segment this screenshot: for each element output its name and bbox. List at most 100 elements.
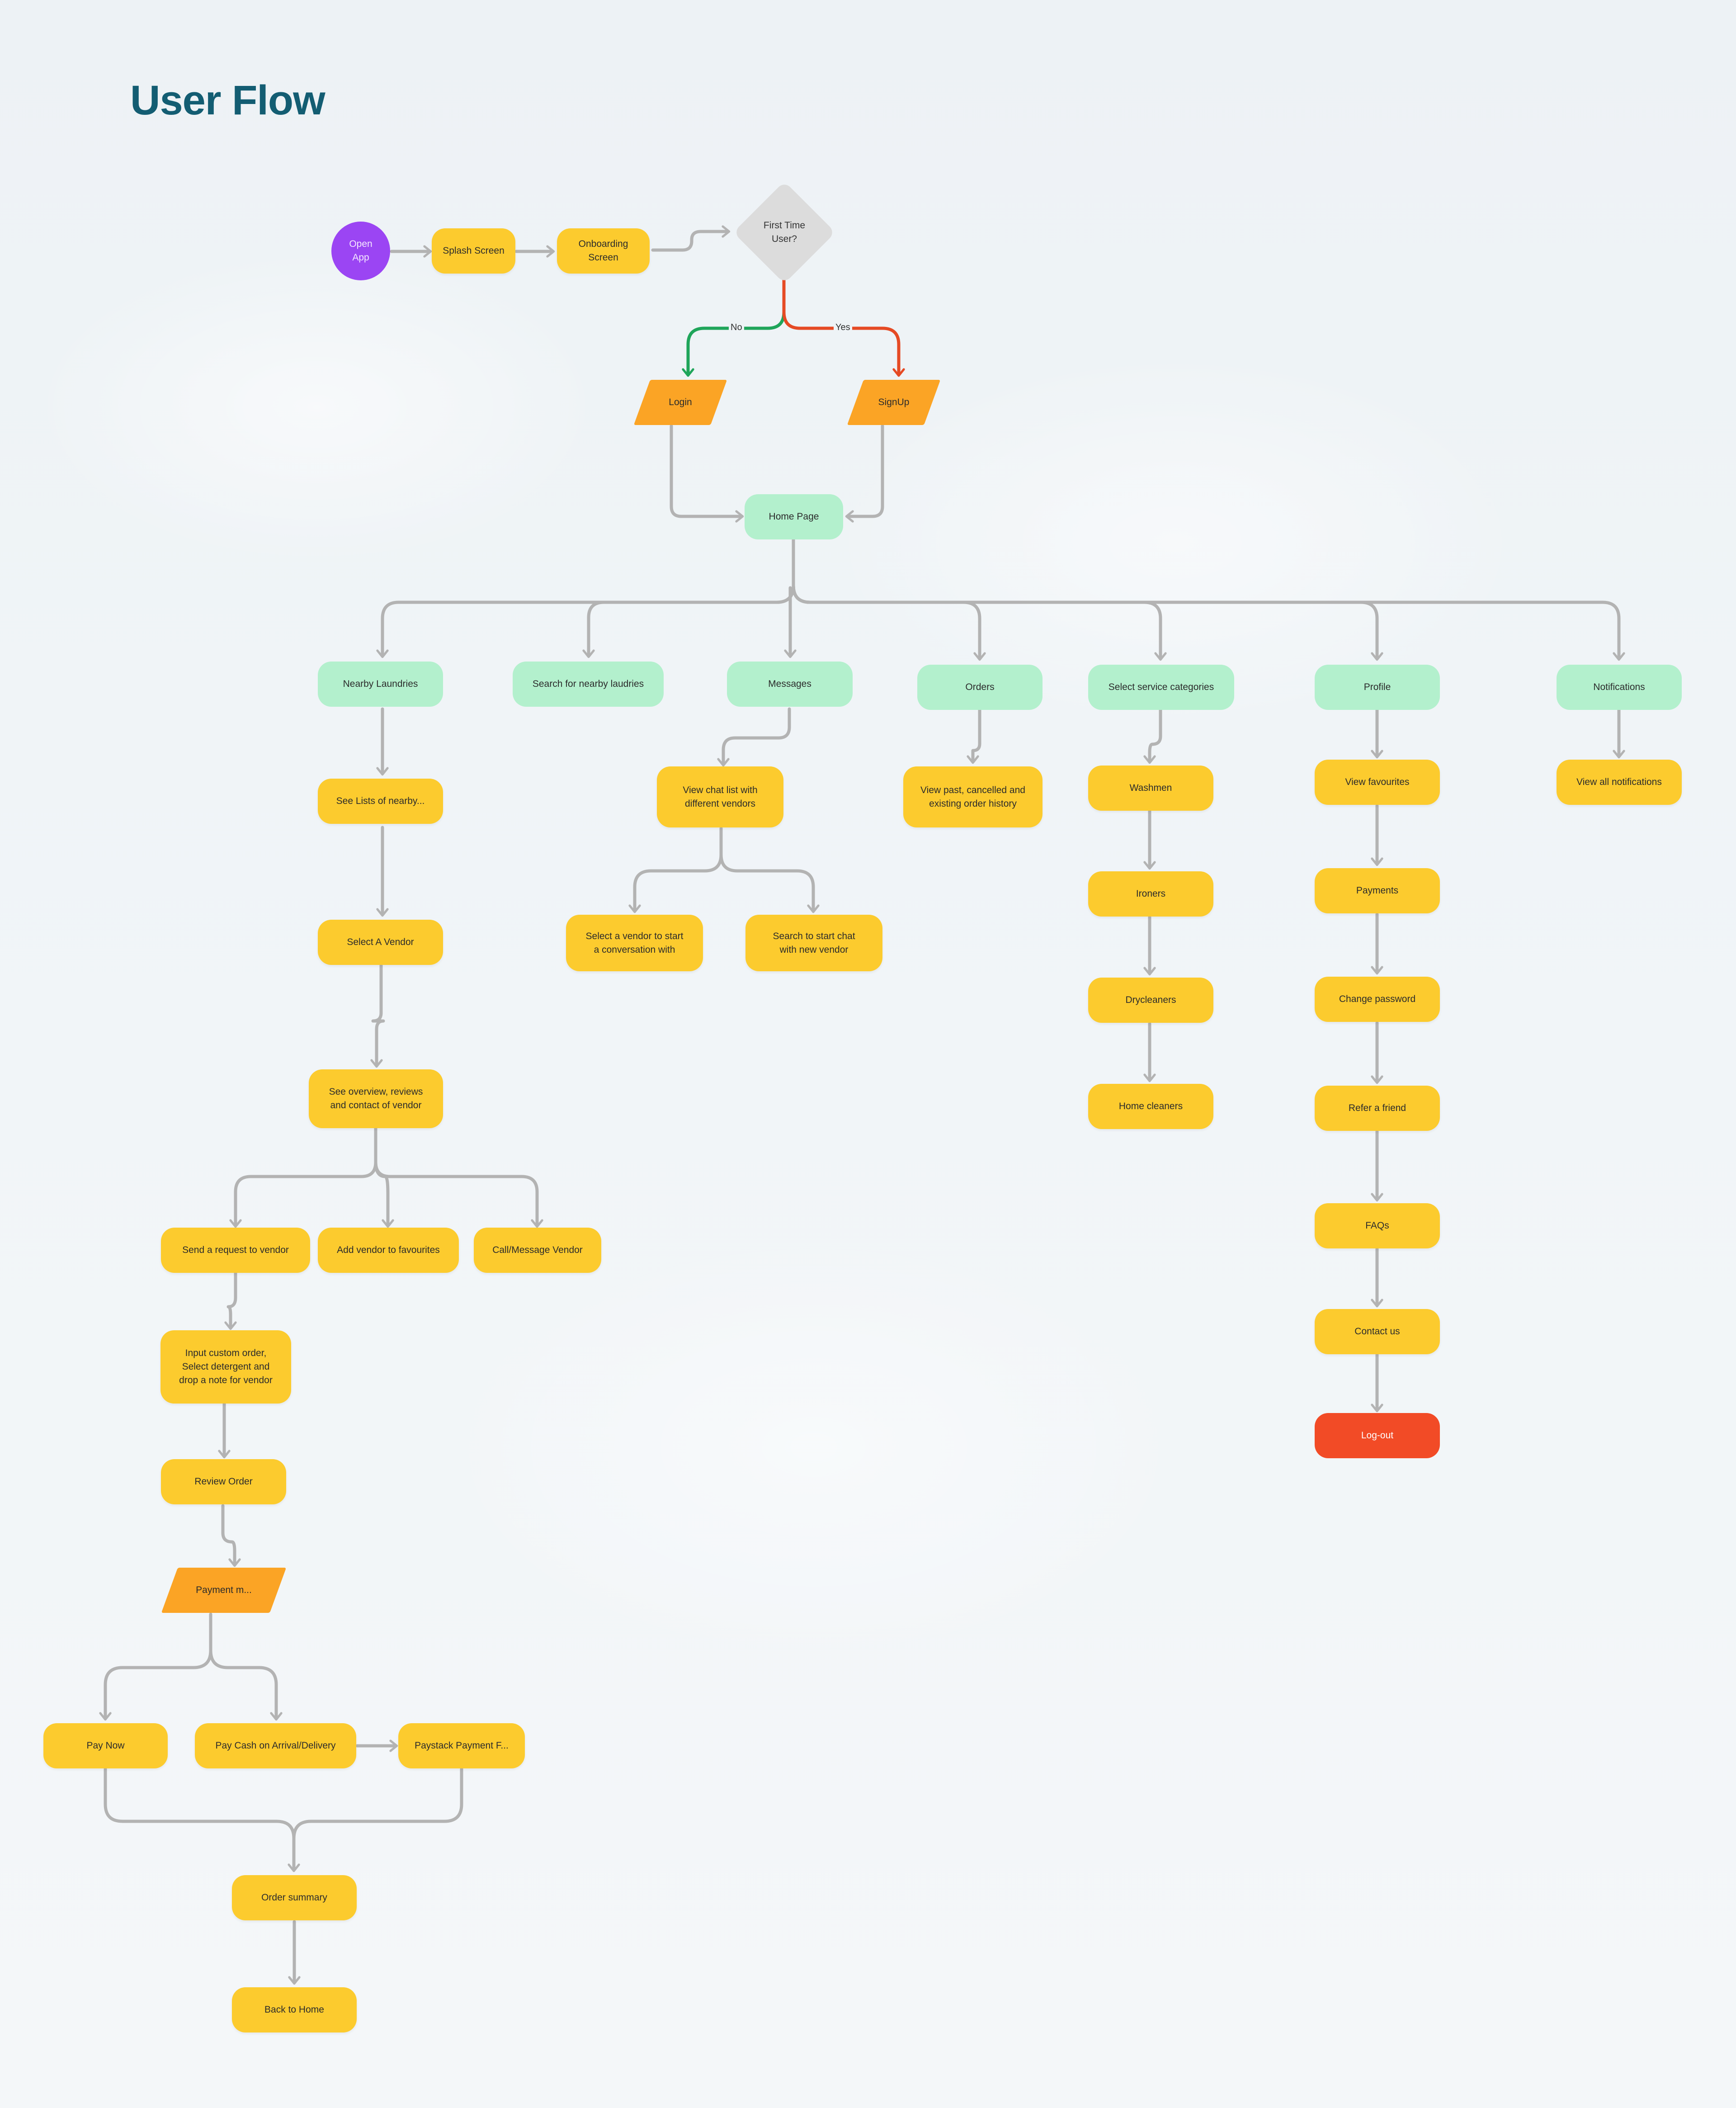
nearby-laundries-label: Nearby Laundries: [343, 679, 418, 689]
orders-label: Orders: [965, 682, 995, 692]
open-app-label: Open App: [349, 239, 373, 263]
drycleaners-label: Drycleaners: [1125, 995, 1176, 1005]
view-favourites-node[interactable]: View favourites: [1315, 760, 1440, 805]
search-nearby-node[interactable]: Search for nearby laudries: [513, 662, 664, 707]
payment-method-label: Payment m...: [196, 1585, 252, 1595]
pay-cash-node[interactable]: Pay Cash on Arrival/Delivery: [195, 1723, 356, 1768]
faqs-node[interactable]: FAQs: [1315, 1203, 1440, 1248]
edge-service-washmen: [1143, 708, 1162, 764]
paystack-payment-label: Paystack Payment F...: [415, 1740, 509, 1751]
washmen-node[interactable]: Washmen: [1088, 766, 1213, 811]
see-lists-node[interactable]: See Lists of nearby...: [318, 779, 443, 824]
edge-overview-call: [374, 1160, 543, 1228]
pay-now-label: Pay Now: [86, 1740, 125, 1751]
edge-home-service: [792, 584, 1167, 661]
paystack-payment-node[interactable]: Paystack Payment F...: [398, 1723, 525, 1768]
edge-viewchat-select: [628, 853, 723, 913]
refer-friend-node[interactable]: Refer a friend: [1315, 1086, 1440, 1131]
edge-viewchat-search: [719, 853, 820, 913]
orders-node[interactable]: Orders: [917, 665, 1043, 710]
see-lists-label: See Lists of nearby...: [336, 796, 425, 806]
select-vendor-node[interactable]: Select A Vendor: [318, 920, 443, 965]
faqs-label: FAQs: [1365, 1220, 1389, 1231]
edge-send-input: [224, 1269, 237, 1330]
view-chat-list-label: View chat list with different vendors: [683, 785, 758, 809]
back-to-home-node[interactable]: Back to Home: [232, 1987, 357, 2032]
open-app-node[interactable]: Open App: [331, 222, 390, 280]
call-message-vendor-node[interactable]: Call/Message Vendor: [474, 1228, 601, 1273]
edge-home-profile: [792, 584, 1383, 661]
splash-screen-label: Splash Screen: [443, 246, 505, 256]
edge-payment-paynow: [99, 1649, 212, 1721]
view-favourites-label: View favourites: [1345, 777, 1410, 787]
edge-label-no: No: [729, 322, 744, 333]
edge-paynow-summary: [104, 1767, 300, 1872]
onboarding-screen-label: Onboarding Screen: [578, 239, 628, 263]
review-order-node[interactable]: Review Order: [161, 1459, 286, 1504]
washmen-label: Washmen: [1129, 783, 1172, 793]
profile-node[interactable]: Profile: [1315, 665, 1440, 710]
view-order-history-node[interactable]: View past, cancelled and existing order …: [903, 766, 1043, 827]
page-title: User Flow: [130, 77, 326, 123]
home-page-node[interactable]: Home Page: [745, 494, 843, 539]
logout-label: Log-out: [1361, 1430, 1394, 1441]
change-password-node[interactable]: Change password: [1315, 977, 1440, 1022]
drycleaners-node[interactable]: Drycleaners: [1088, 978, 1213, 1023]
ironers-label: Ironers: [1136, 889, 1166, 899]
select-vendor-chat-node[interactable]: Select a vendor to start a conversation …: [566, 915, 703, 971]
send-request-node[interactable]: Send a request to vendor: [161, 1228, 310, 1273]
view-chat-list-node[interactable]: View chat list with different vendors: [657, 766, 783, 827]
payments-node[interactable]: Payments: [1315, 868, 1440, 913]
messages-label: Messages: [768, 679, 811, 689]
notifications-node[interactable]: Notifications: [1557, 665, 1682, 710]
home-page-label: Home Page: [769, 511, 819, 522]
edge-label-yes: Yes: [834, 322, 852, 333]
logout-node[interactable]: Log-out: [1315, 1413, 1440, 1458]
signup-node[interactable]: SignUp: [847, 380, 941, 425]
input-custom-order-node[interactable]: Input custom order, Select detergent and…: [160, 1330, 291, 1404]
home-cleaners-label: Home cleaners: [1118, 1101, 1183, 1111]
edge-overview-send: [229, 1160, 377, 1228]
signup-label: SignUp: [878, 397, 910, 407]
first-time-user-label: First Time User?: [763, 220, 806, 244]
vendor-overview-label: See overview, reviews and contact of ven…: [329, 1087, 423, 1111]
edge-home-search: [582, 584, 795, 658]
change-password-label: Change password: [1339, 994, 1416, 1004]
add-favourites-label: Add vendor to favourites: [337, 1245, 440, 1255]
home-cleaners-node[interactable]: Home cleaners: [1088, 1084, 1213, 1129]
send-request-label: Send a request to vendor: [182, 1245, 289, 1255]
onboarding-screen-node[interactable]: Onboarding Screen: [557, 228, 650, 274]
search-nearby-label: Search for nearby laudries: [532, 679, 644, 689]
back-to-home-label: Back to Home: [264, 2004, 324, 2015]
payment-method-node[interactable]: Payment m...: [161, 1568, 287, 1613]
payments-label: Payments: [1356, 885, 1399, 896]
service-categories-node[interactable]: Select service categories: [1088, 665, 1234, 710]
login-label: Login: [669, 397, 692, 407]
first-time-user-decision[interactable]: First Time User?: [733, 181, 836, 284]
view-all-notifications-node[interactable]: View all notifications: [1557, 760, 1682, 805]
refer-friend-label: Refer a friend: [1348, 1103, 1406, 1113]
edge-onboarding-decision: [651, 225, 731, 252]
contact-us-node[interactable]: Contact us: [1315, 1309, 1440, 1354]
vendor-overview-node[interactable]: See overview, reviews and contact of ven…: [309, 1069, 443, 1128]
messages-node[interactable]: Messages: [727, 662, 853, 707]
edge-login-home: [670, 424, 744, 523]
order-summary-node[interactable]: Order summary: [232, 1875, 357, 1920]
service-categories-label: Select service categories: [1108, 682, 1214, 692]
contact-us-label: Contact us: [1354, 1326, 1400, 1337]
edge-selectvendor-overview: [370, 964, 385, 1068]
call-message-vendor-label: Call/Message Vendor: [492, 1245, 583, 1255]
edge-messages-viewchat: [717, 707, 791, 767]
select-vendor-label: Select A Vendor: [347, 937, 414, 947]
search-chat-node[interactable]: Search to start chat with new vendor: [745, 915, 882, 971]
ironers-node[interactable]: Ironers: [1088, 871, 1213, 917]
review-order-label: Review Order: [194, 1476, 253, 1487]
nearby-laundries-node[interactable]: Nearby Laundries: [318, 662, 443, 707]
splash-screen-node[interactable]: Splash Screen: [432, 228, 515, 274]
add-favourites-node[interactable]: Add vendor to favourites: [318, 1228, 459, 1273]
login-node[interactable]: Login: [633, 380, 727, 425]
edge-orders-view: [967, 708, 981, 764]
edge-signup-home: [845, 424, 884, 523]
pay-now-node[interactable]: Pay Now: [43, 1723, 168, 1768]
